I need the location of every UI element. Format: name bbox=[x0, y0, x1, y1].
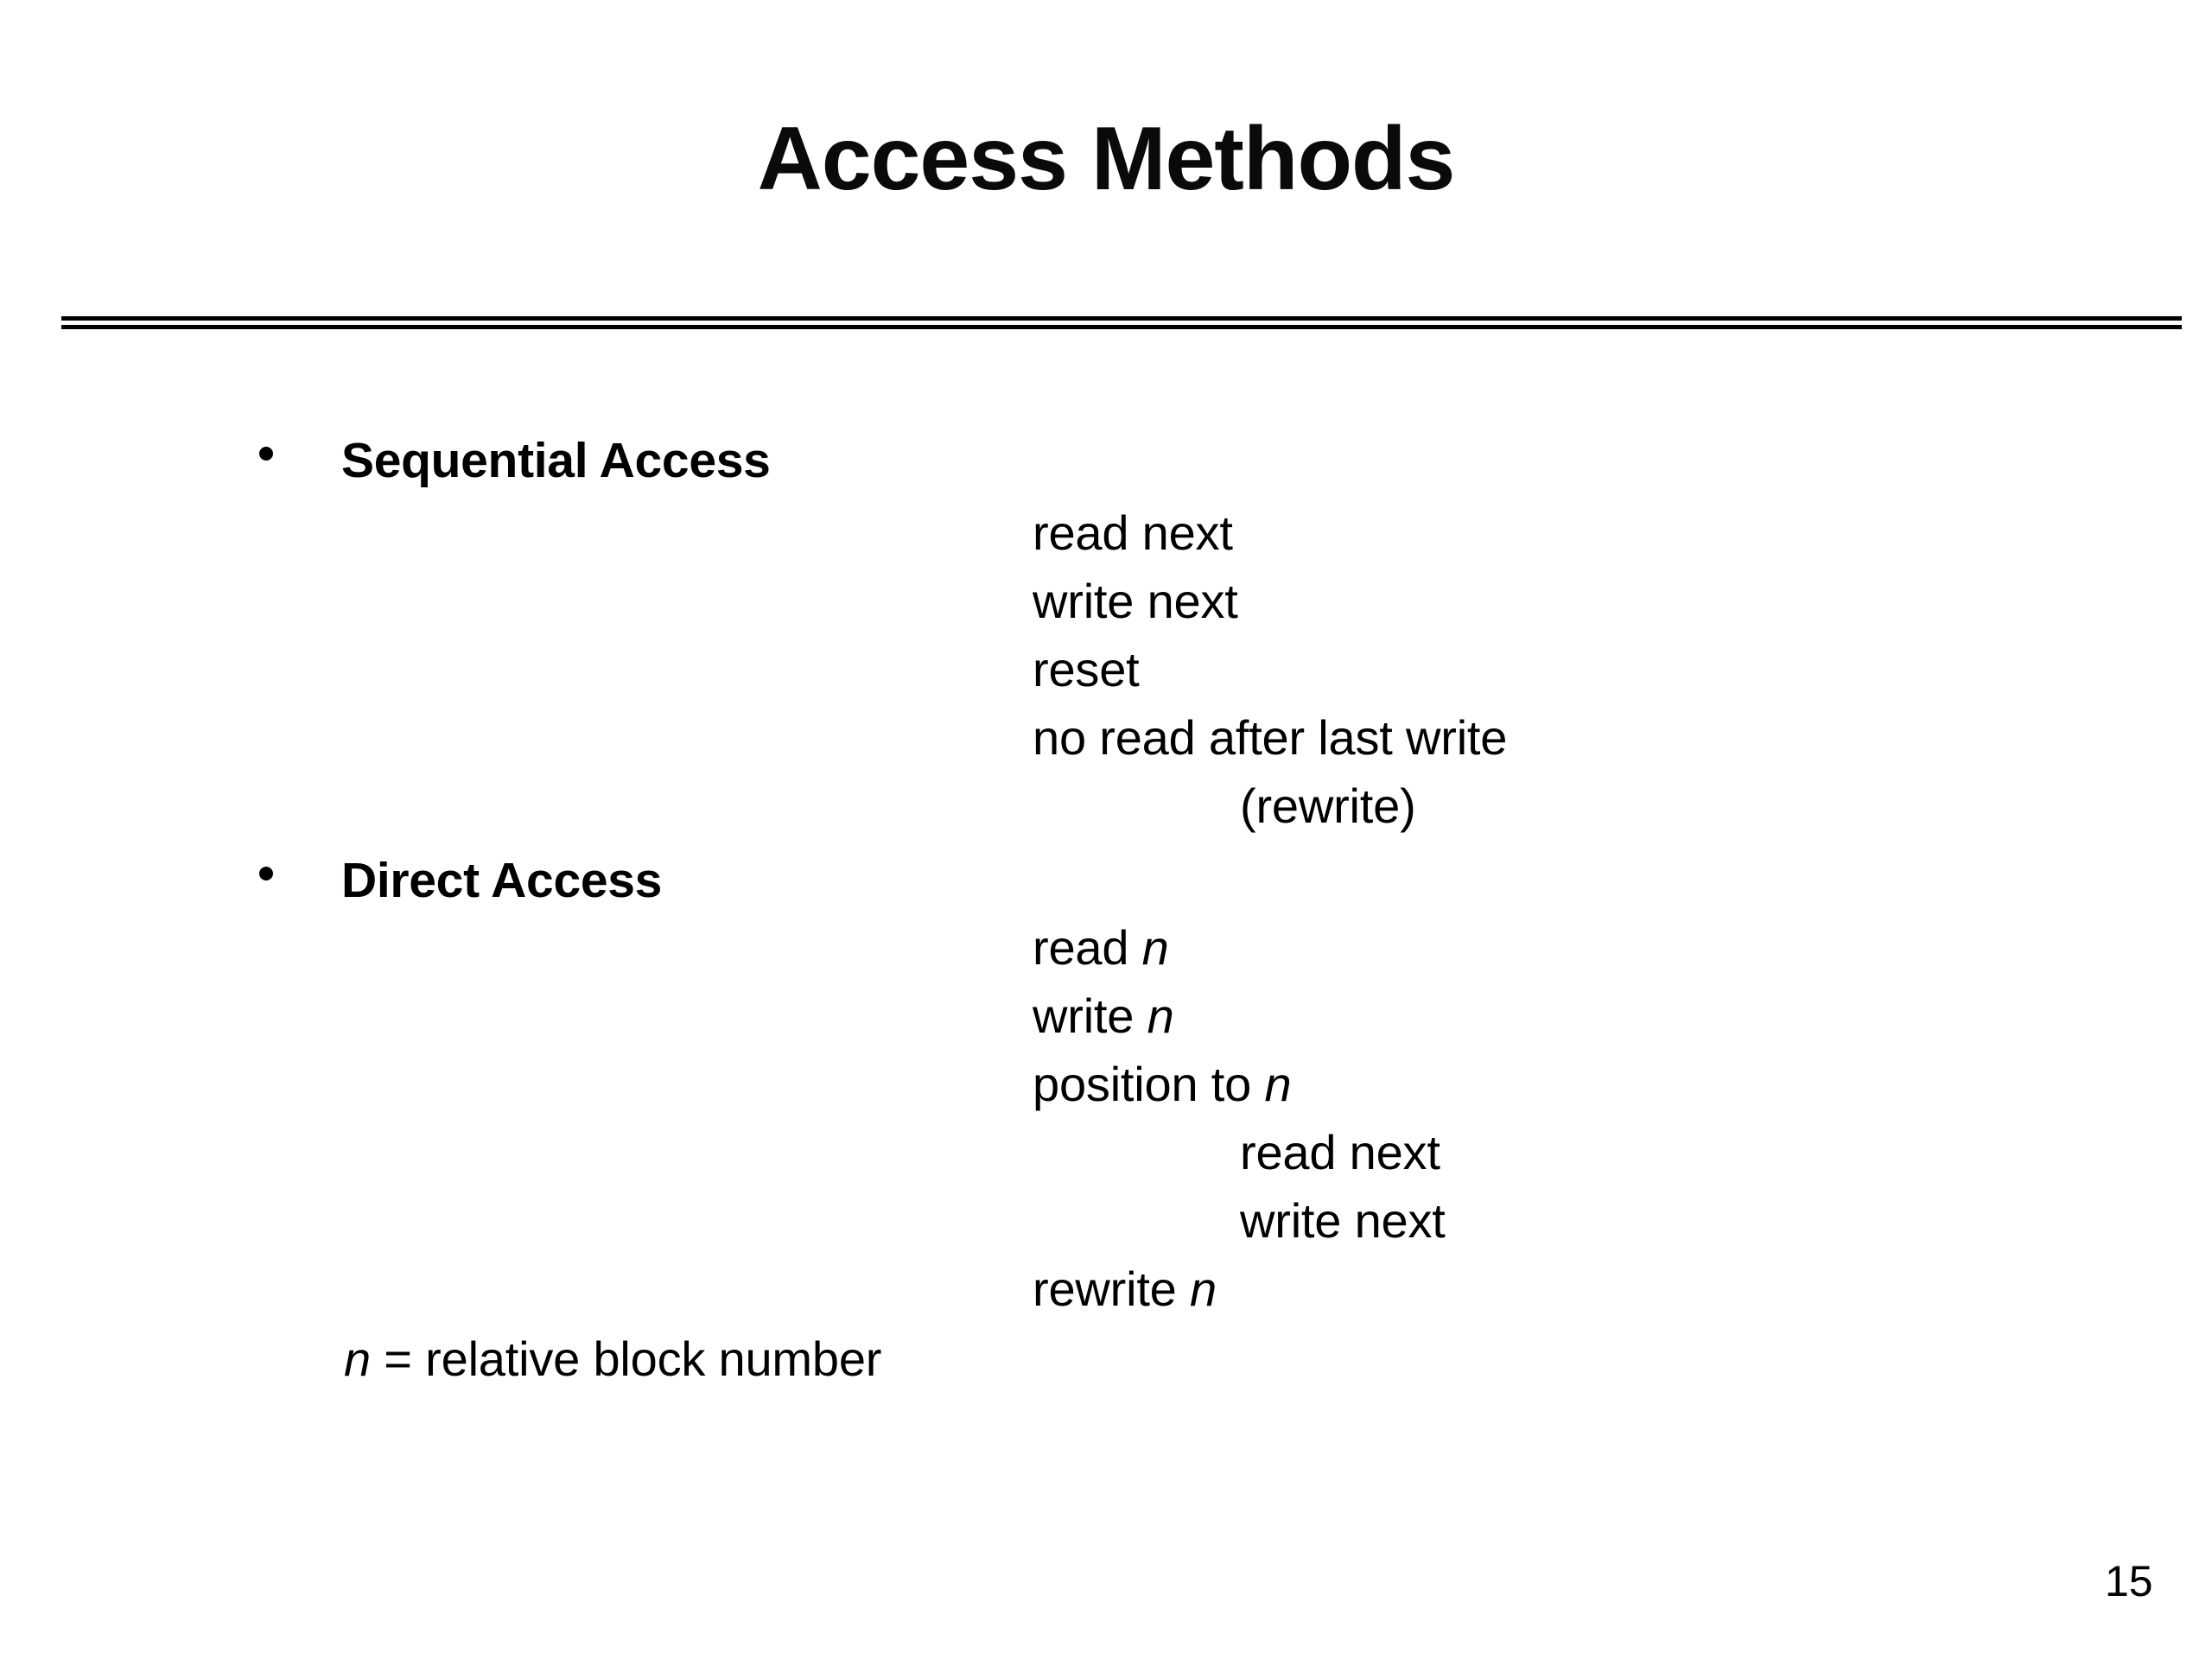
divider-rule-bottom bbox=[61, 325, 2182, 329]
operation-text: write next bbox=[1240, 1193, 1446, 1248]
operation-line: read next bbox=[1240, 1128, 1440, 1177]
operation-variable: n bbox=[1190, 1262, 1217, 1316]
operation-line: read next bbox=[1033, 509, 1233, 557]
operation-variable: n bbox=[1264, 1057, 1292, 1111]
section-heading-sequential-access: Sequential Access bbox=[259, 436, 771, 486]
operation-line: no read after last write bbox=[1033, 714, 1507, 762]
section-heading-label: Sequential Access bbox=[341, 433, 771, 488]
operation-text: read next bbox=[1240, 1125, 1440, 1179]
operation-variable: n bbox=[1141, 920, 1169, 975]
bullet-dot-icon bbox=[259, 446, 273, 461]
operation-line: reset bbox=[1033, 645, 1140, 694]
footnote-definition: n = relative block number bbox=[344, 1335, 881, 1383]
page-number: 15 bbox=[2105, 1557, 2153, 1605]
operation-text: read next bbox=[1033, 505, 1233, 560]
operation-text: (rewrite) bbox=[1240, 779, 1416, 833]
operation-text: reset bbox=[1033, 642, 1140, 696]
operation-line: read n bbox=[1033, 924, 1169, 972]
operation-line: rewrite n bbox=[1033, 1265, 1217, 1313]
operation-line: (rewrite) bbox=[1240, 782, 1416, 830]
divider-rule-top bbox=[61, 316, 2182, 321]
operation-line: write n bbox=[1033, 992, 1174, 1040]
bullet-dot-icon bbox=[259, 866, 273, 880]
operation-text: read bbox=[1033, 920, 1142, 975]
operation-text: write next bbox=[1033, 574, 1238, 628]
section-heading-direct-access: Direct Access bbox=[259, 856, 662, 906]
footnote-text: = relative block number bbox=[370, 1332, 882, 1386]
section-heading-label: Direct Access bbox=[341, 853, 663, 908]
operation-line: write next bbox=[1033, 577, 1238, 626]
footnote-variable: n bbox=[344, 1332, 371, 1386]
operation-text: rewrite bbox=[1033, 1262, 1190, 1316]
operation-text: position to bbox=[1033, 1057, 1265, 1111]
operation-line: position to n bbox=[1033, 1057, 1292, 1111]
operation-text: no read after last write bbox=[1033, 710, 1508, 765]
title-divider bbox=[61, 316, 2182, 330]
operation-variable: n bbox=[1147, 988, 1174, 1043]
operation-line: write next bbox=[1240, 1197, 1446, 1245]
page-title: Access Methods bbox=[757, 109, 1456, 209]
operation-text: write bbox=[1033, 988, 1147, 1043]
